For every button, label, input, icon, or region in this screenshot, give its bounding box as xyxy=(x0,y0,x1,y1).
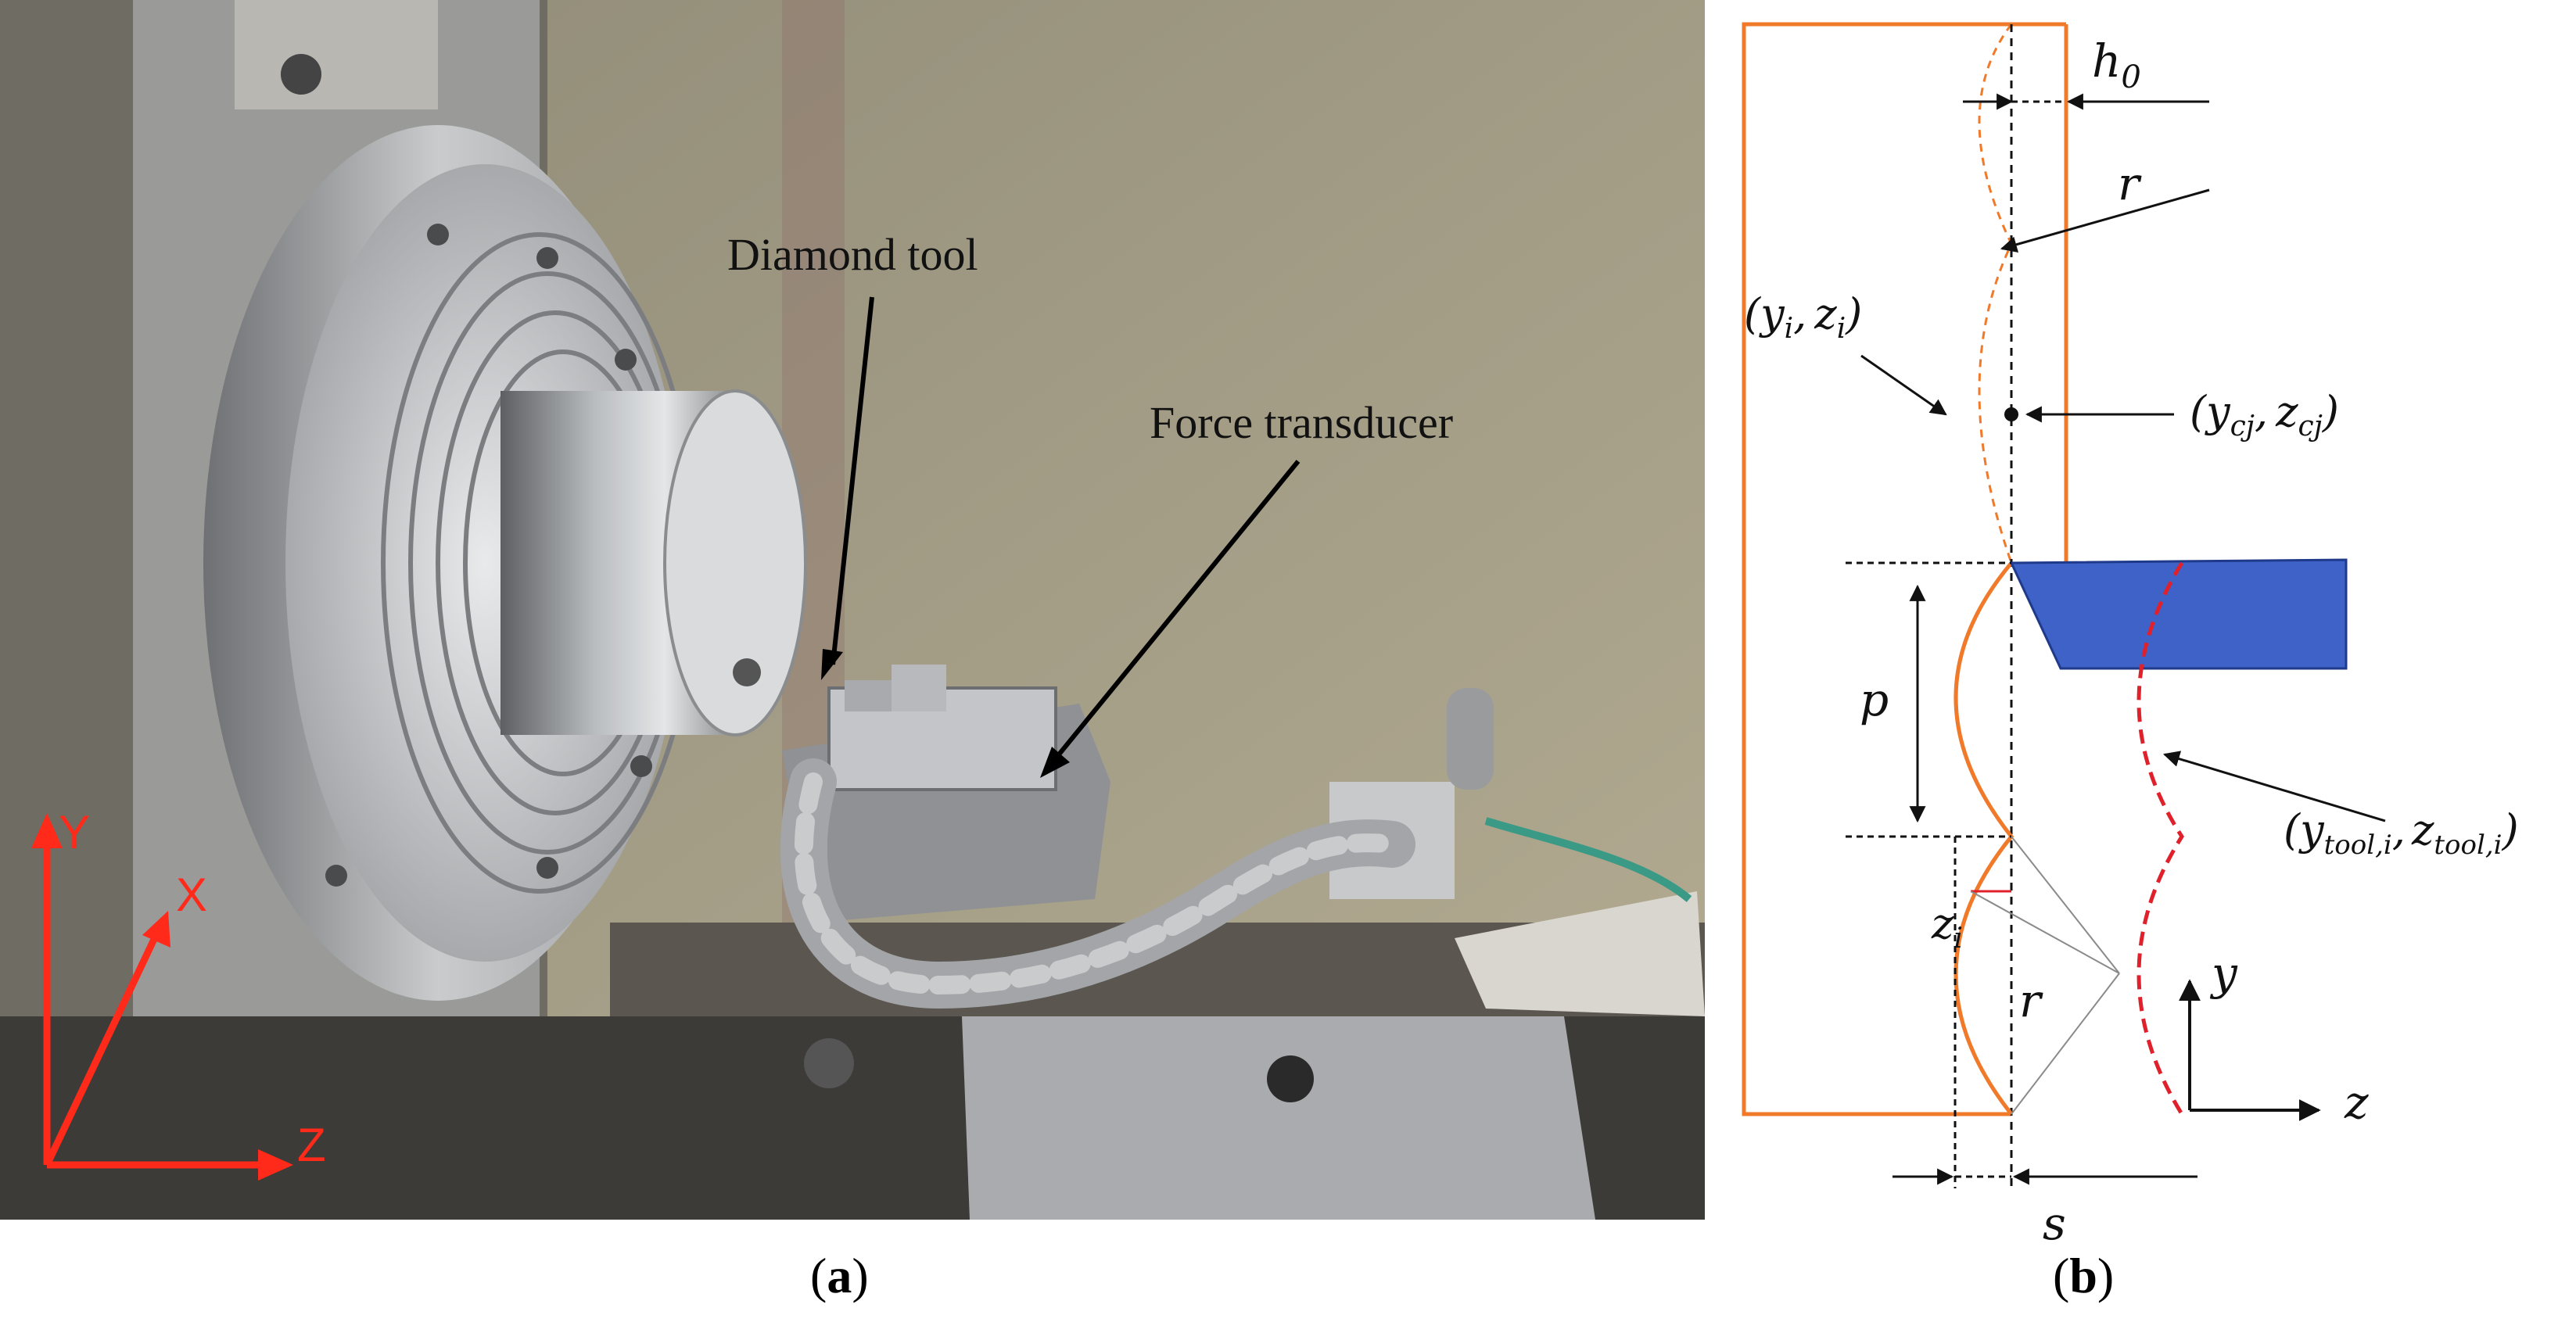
center-hole xyxy=(733,658,761,686)
bolt-head xyxy=(281,54,321,95)
setup-photo: Diamond tool Force transducer Y X Z xyxy=(0,0,1705,1220)
fixture-hole xyxy=(1267,1055,1314,1102)
previous-tool-marks xyxy=(1978,23,2013,564)
diamond-tool-arrow-line xyxy=(831,296,874,665)
chuck-face xyxy=(285,164,684,962)
workpiece-end-face xyxy=(663,389,807,736)
tool-point-label: (ytool,i,ztool,i) xyxy=(2284,805,2519,861)
yi-comma: , xyxy=(1793,289,1806,339)
zi-i: i xyxy=(1954,923,1963,955)
h0-subscript: 0 xyxy=(2121,59,2140,95)
zi-z: z xyxy=(1931,899,1954,948)
y-axis-label: Y xyxy=(59,806,90,858)
coolant-nozzle-cap xyxy=(1447,688,1494,790)
diamond-tool-arrowhead xyxy=(821,649,843,680)
zcj-sub: cj xyxy=(2298,410,2323,443)
yi-zi-arrow xyxy=(1860,354,1947,416)
s-label: s xyxy=(2043,1197,2066,1250)
ytool-y: y xyxy=(2298,805,2325,855)
force-transducer-arrow-line xyxy=(1053,460,1301,760)
diamond-tool-shape xyxy=(2009,558,2348,670)
p-label: p xyxy=(1860,673,1889,726)
x-axis-arrowhead xyxy=(142,911,170,948)
x-axis-label: X xyxy=(176,869,207,921)
r-top-label: r xyxy=(2118,157,2142,210)
air-line xyxy=(1484,817,1692,902)
y-axis-arrowhead xyxy=(31,813,63,848)
force-transducer-arrowhead xyxy=(1040,747,1070,778)
ycj-zcj-label: (ycj,zcj) xyxy=(2190,387,2339,443)
yi-z: z xyxy=(1814,289,1837,339)
xyz-axes: Y X Z xyxy=(31,806,326,1181)
yi-zi-label: (yi,zi) xyxy=(1744,289,1862,345)
ycj-sub: cj xyxy=(2230,410,2255,443)
frame-z-label: z xyxy=(2344,1076,2369,1129)
yi-sub: i xyxy=(1785,313,1794,345)
caption-a: (a) xyxy=(810,1248,869,1303)
workpiece-outline xyxy=(1742,22,2066,1116)
ycj-comma: , xyxy=(2255,387,2268,436)
tool-path xyxy=(2137,561,2184,1116)
z-axis-arrowhead xyxy=(258,1149,293,1181)
zi-label: zi xyxy=(1931,899,1963,955)
fixture-block xyxy=(962,1016,1595,1220)
x-axis-line xyxy=(43,933,160,1166)
zi-sub: i xyxy=(1837,313,1846,345)
yi-y: y xyxy=(1759,289,1785,339)
chip-tray xyxy=(1455,891,1705,1016)
force-transducer-label: Force transducer xyxy=(1150,397,1453,448)
h0-main: h xyxy=(2092,34,2121,88)
r-top-arrow xyxy=(2000,188,2210,253)
hose-segments xyxy=(794,772,1401,995)
ztool-z: z xyxy=(2411,805,2434,855)
photo-panel: Diamond tool Force transducer Y X Z xyxy=(0,0,1705,1220)
diamond-tool-label: Diamond tool xyxy=(727,229,978,280)
ztool-sub: tool,i xyxy=(2434,830,2502,861)
clamp-screw xyxy=(892,665,946,711)
zcj-z: z xyxy=(2275,387,2298,436)
caption-a-letter: a xyxy=(827,1248,852,1303)
ytool-comma: , xyxy=(2392,805,2406,855)
bracket-plate xyxy=(235,0,438,109)
mounting-holes xyxy=(325,224,652,887)
ycj-y: y xyxy=(2205,387,2231,436)
caption-b: (b) xyxy=(2053,1248,2115,1303)
r-bottom-label: r xyxy=(2019,974,2043,1027)
ytool-sub: tool,i xyxy=(2324,830,2392,861)
radius-construction xyxy=(1970,836,2120,1115)
z-axis-label: Z xyxy=(297,1119,326,1171)
machined-surface xyxy=(1954,561,2015,1116)
cutting-schematic: h0 r (yi,zi) (ycj,zcj) p (ytool,i,ztool,… xyxy=(1742,22,2519,1250)
caption-b-letter: b xyxy=(2069,1248,2097,1303)
diagram-panel: h0 r (yi,zi) (ycj,zcj) p (ytool,i,ztool,… xyxy=(1736,0,2576,1329)
centre-point xyxy=(2004,407,2018,421)
frame-y-label: y xyxy=(2209,947,2238,1000)
h0-label: h0 xyxy=(2092,34,2141,95)
tool-point-arrow xyxy=(2162,751,2386,822)
fixture-bolt xyxy=(804,1038,854,1088)
